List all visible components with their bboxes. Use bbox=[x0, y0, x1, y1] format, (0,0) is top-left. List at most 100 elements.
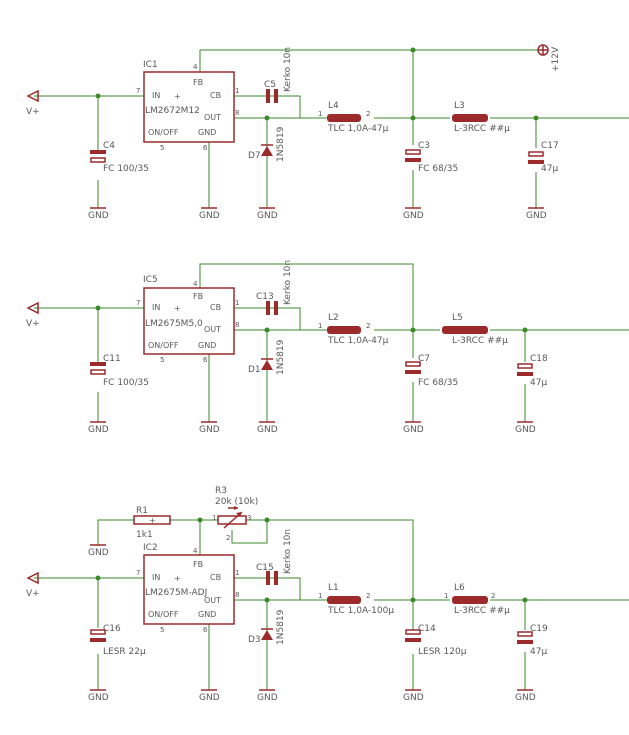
svg-text:1: 1 bbox=[318, 110, 322, 118]
capacitor-c4: C4 FC 100/35 bbox=[90, 141, 149, 174]
svg-text:C7: C7 bbox=[418, 354, 430, 364]
svg-text:2: 2 bbox=[366, 592, 370, 600]
supply-label: V+ bbox=[26, 319, 40, 329]
svg-text:4: 4 bbox=[193, 280, 198, 288]
svg-text:1N5819: 1N5819 bbox=[276, 339, 286, 375]
diode-d7: D7 1N5819 bbox=[248, 126, 286, 162]
svg-text:TLC 1,0A-100µ: TLC 1,0A-100µ bbox=[327, 606, 394, 616]
svg-text:1: 1 bbox=[318, 322, 322, 330]
svg-text:ON/OFF: ON/OFF bbox=[148, 341, 179, 350]
svg-text:GND: GND bbox=[257, 211, 278, 221]
capacitor-c17: C17 47µ bbox=[528, 141, 559, 174]
svg-text:47µ: 47µ bbox=[530, 647, 547, 657]
svg-text:R3: R3 bbox=[215, 486, 227, 496]
svg-text:4: 4 bbox=[193, 63, 198, 71]
junction bbox=[410, 115, 416, 121]
capacitor-c15: C15 Kerko 10n bbox=[256, 529, 293, 585]
svg-text:3: 3 bbox=[247, 514, 251, 522]
diode-d1: D1 1N5819 bbox=[248, 339, 286, 375]
svg-text:6: 6 bbox=[203, 356, 208, 364]
svg-text:GND: GND bbox=[526, 211, 547, 221]
svg-text:ON/OFF: ON/OFF bbox=[148, 128, 179, 137]
svg-text:CB: CB bbox=[210, 573, 221, 582]
supply-arrow-icon bbox=[26, 571, 39, 585]
svg-text:GND: GND bbox=[88, 548, 109, 558]
svg-text:GND: GND bbox=[403, 425, 424, 435]
svg-text:1: 1 bbox=[235, 87, 239, 95]
inductor-l3: L3 L-3RCC ##µ bbox=[452, 101, 510, 134]
svg-text:GND: GND bbox=[199, 693, 220, 703]
capacitor-c16: C16 LESR 22µ bbox=[90, 624, 146, 657]
svg-text:5: 5 bbox=[160, 626, 164, 634]
svg-text:D7: D7 bbox=[248, 151, 261, 161]
regulator-stage-3: V+ + R1 1k1 R3 20k (10k) 1 3 2 IC2 LM267… bbox=[26, 486, 629, 703]
supply-arrow-icon bbox=[26, 89, 39, 103]
svg-text:C17: C17 bbox=[541, 141, 559, 151]
supply-arrow-icon bbox=[26, 301, 39, 315]
inductor-l4: L4 TLC 1,0A-47µ 1 2 bbox=[318, 101, 389, 134]
svg-text:GND: GND bbox=[198, 341, 216, 350]
capacitor-c3: C3 FC 68/35 bbox=[405, 141, 458, 174]
junction bbox=[522, 327, 528, 333]
svg-text:L4: L4 bbox=[328, 101, 339, 111]
svg-text:47µ: 47µ bbox=[530, 378, 547, 388]
junction bbox=[95, 93, 101, 99]
svg-text:1: 1 bbox=[235, 569, 239, 577]
svg-text:L5: L5 bbox=[452, 313, 463, 323]
svg-text:7: 7 bbox=[136, 87, 140, 95]
svg-text:GND: GND bbox=[88, 211, 109, 221]
svg-text:FC 100/35: FC 100/35 bbox=[103, 378, 149, 388]
svg-text:4: 4 bbox=[193, 547, 198, 555]
ic-name: IC2 bbox=[143, 543, 158, 553]
svg-text:C14: C14 bbox=[418, 624, 436, 634]
svg-text:5: 5 bbox=[160, 144, 164, 152]
supply-label: V+ bbox=[26, 589, 40, 599]
capacitor-c13: C13 Kerko 10n bbox=[256, 260, 293, 315]
svg-text:7: 7 bbox=[136, 299, 140, 307]
svg-text:D1: D1 bbox=[248, 365, 261, 375]
svg-text:TLC 1,0A-47µ: TLC 1,0A-47µ bbox=[327, 336, 389, 346]
svg-text:GND: GND bbox=[257, 425, 278, 435]
resistor-r1: + R1 1k1 bbox=[133, 506, 171, 540]
svg-text:2: 2 bbox=[226, 534, 230, 542]
svg-text:8: 8 bbox=[235, 109, 239, 117]
svg-text:C13: C13 bbox=[256, 292, 274, 302]
svg-text:IN: IN bbox=[152, 303, 160, 312]
svg-text:GND: GND bbox=[199, 425, 220, 435]
capacitor-c19: C19 47µ bbox=[517, 624, 548, 657]
svg-text:1N5819: 1N5819 bbox=[276, 126, 286, 162]
ground-symbols: GND GND GND GND GND GND bbox=[88, 544, 536, 703]
svg-text:1N5819: 1N5819 bbox=[276, 609, 286, 645]
svg-text:OUT: OUT bbox=[204, 596, 221, 605]
svg-text:7: 7 bbox=[136, 569, 140, 577]
svg-text:L-3RCC ##µ: L-3RCC ##µ bbox=[454, 606, 510, 616]
junction bbox=[264, 517, 270, 523]
svg-text:Kerko 10n: Kerko 10n bbox=[283, 260, 293, 305]
svg-text:OUT: OUT bbox=[204, 325, 221, 334]
svg-text:LESR 22µ: LESR 22µ bbox=[103, 647, 146, 657]
svg-text:8: 8 bbox=[235, 591, 239, 599]
ic-name: IC5 bbox=[143, 275, 158, 285]
ic-ic1: IC1 LM2672M12 IN FB CB OUT ON/OFF GND + … bbox=[136, 60, 239, 152]
svg-text:+: + bbox=[174, 574, 181, 583]
svg-text:FB: FB bbox=[193, 560, 203, 569]
svg-text:47µ: 47µ bbox=[541, 164, 558, 174]
svg-text:FB: FB bbox=[193, 292, 203, 301]
supply-12v-symbol: +12V bbox=[537, 44, 561, 72]
svg-text:Kerko 10n: Kerko 10n bbox=[283, 47, 293, 92]
svg-text:20k (10k): 20k (10k) bbox=[215, 497, 258, 507]
svg-text:GND: GND bbox=[88, 425, 109, 435]
svg-text:1: 1 bbox=[444, 592, 448, 600]
capacitor-c11: C11 FC 100/35 bbox=[90, 354, 149, 388]
svg-text:IN: IN bbox=[152, 573, 160, 582]
supply-12v-label: +12V bbox=[551, 46, 561, 72]
svg-text:1: 1 bbox=[235, 299, 239, 307]
junction bbox=[410, 597, 416, 603]
regulator-stage-2: V+ IC5 LM2675M5,0 IN FB CB OUT ON/OFF GN… bbox=[26, 260, 629, 435]
svg-text:ON/OFF: ON/OFF bbox=[148, 610, 179, 619]
diode-d3: D3 1N5819 bbox=[248, 609, 286, 645]
svg-text:GND: GND bbox=[257, 693, 278, 703]
svg-text:FC 100/35: FC 100/35 bbox=[103, 164, 149, 174]
svg-text:2: 2 bbox=[366, 110, 370, 118]
junction bbox=[95, 575, 101, 581]
